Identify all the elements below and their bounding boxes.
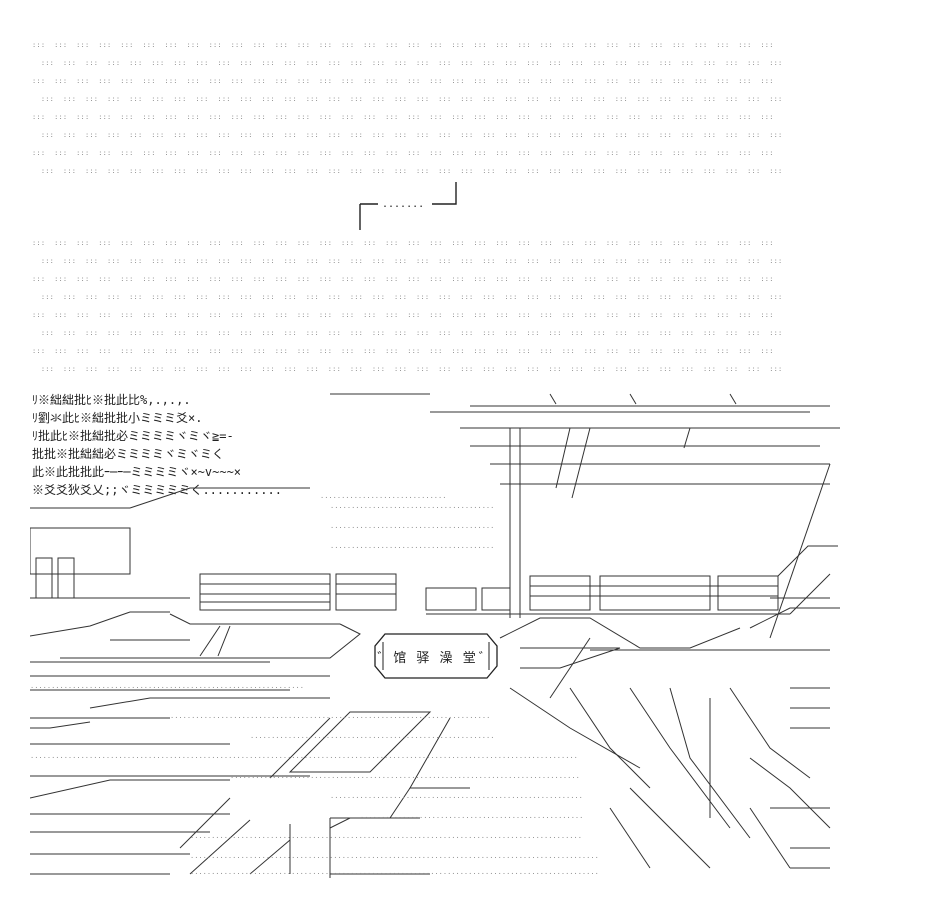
foliage-line: 此※此批批此ｰ─ｰ─ミミミミヾ×~v~~~× [32, 464, 241, 479]
ground-dot-row: ........................................… [30, 682, 304, 690]
ground-dot-row: ....................................... [330, 502, 494, 510]
scene-drawing: ﾘ※絀絀批ﾋ※批此比%,.,.,. ﾘ劉氺此ﾋ※絀批批小ミミミ爻×. ﾘ批此ﾋ※批絀… [30, 392, 840, 878]
foliage-line: ﾘ※絀絀批ﾋ※批此比%,.,.,. [32, 392, 191, 407]
foliage-text-block: ﾘ※絀絀批ﾋ※批此比%,.,.,. ﾘ劉氺此ﾋ※絀批批小ミミミ爻×. ﾘ批此ﾋ※批絀… [32, 392, 282, 497]
ground-dot-row: ........................................… [30, 752, 578, 760]
ground-dot-row: .............................. [320, 492, 446, 500]
sky-dots-bottom: ::: ::: ::: ::: ::: ::: ::: ::: ::: ::: … [32, 239, 783, 373]
speech-bracket-mark: ....... [359, 182, 457, 230]
right-building [425, 545, 838, 615]
sky-dots-top: ::: ::: ::: ::: ::: ::: ::: ::: ::: ::: … [32, 41, 783, 175]
foliage-line: ﾘ批此ﾋ※批絀批必ミミミミヾミヾ≧=- [32, 428, 234, 443]
ground-dot-row: ........................................… [190, 852, 599, 860]
ground-dot-row: ........................................… [330, 792, 583, 800]
ground-dot-row: ........................................… [190, 868, 599, 876]
railing-and-gate [30, 607, 840, 669]
ground-dots: ........................................… [30, 492, 599, 876]
signboard-text: ゛馆 驿 澡 堂゛ [377, 650, 495, 666]
ground-dot-row: ........................................… [250, 732, 494, 740]
foliage-line: ※爻爻狄爻乂;;ヾミミミミミく........... [32, 483, 282, 497]
svg-text:.......: ....... [382, 199, 424, 210]
ground-dot-row: ........................................… [190, 832, 582, 840]
ground-dot-row: ........................................… [230, 772, 580, 780]
ground-dot-row: ....................................... [330, 542, 494, 550]
ground-dot-row: ........................................… [360, 812, 583, 820]
ground-dot-row: ....................................... [330, 522, 494, 530]
foliage-line: 批批※批絀絀必ミミミミヾミヾミく [32, 446, 224, 461]
ground-lines [30, 637, 831, 878]
ground-dot-row: ........................................… [170, 712, 490, 720]
bathhouse-signboard: ゛馆 驿 澡 堂゛ [373, 632, 499, 680]
foliage-line: ﾘ劉氺此ﾋ※絀批批小ミミミ爻×. [32, 410, 202, 425]
roof-lines [330, 393, 840, 639]
left-building [30, 487, 397, 611]
